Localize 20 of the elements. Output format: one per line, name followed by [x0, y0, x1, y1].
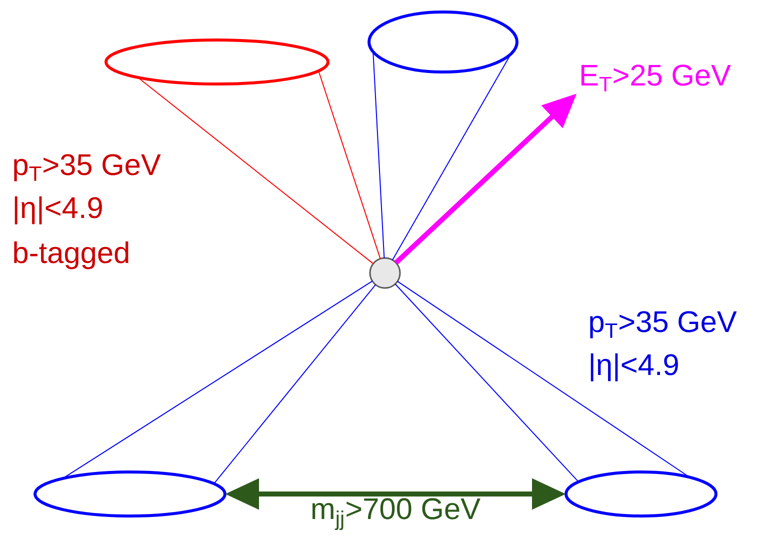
cut-label: p$_{T}$>35 GeV: [590, 311, 737, 338]
cone-line: [213, 284, 376, 484]
cone-line: [394, 284, 579, 482]
energy-label: E$_{T}$>25 GeV: [581, 64, 731, 92]
cut-label: b-tagged: [14, 241, 128, 270]
jet-cone-ellipse: [34, 470, 226, 518]
vertex-circle: [369, 257, 401, 289]
cone-line: [372, 51, 385, 259]
jet-cone-ellipse: [104, 38, 330, 86]
jet-cone-ellipse: [564, 470, 718, 518]
jet-cone-ellipse: [368, 10, 518, 74]
cone-line: [392, 53, 512, 260]
cut-label: |η|<4.9: [14, 196, 102, 224]
cone-line: [396, 280, 690, 478]
cut-label: |η|<4.9: [590, 353, 678, 382]
cone-line: [137, 76, 374, 264]
cut-label: p$_{T}$>35 GeV: [14, 154, 161, 182]
edge-label: m$_{jj}$>700 GeV: [309, 497, 482, 532]
cone-line: [62, 280, 373, 479]
cone-line: [318, 70, 381, 260]
